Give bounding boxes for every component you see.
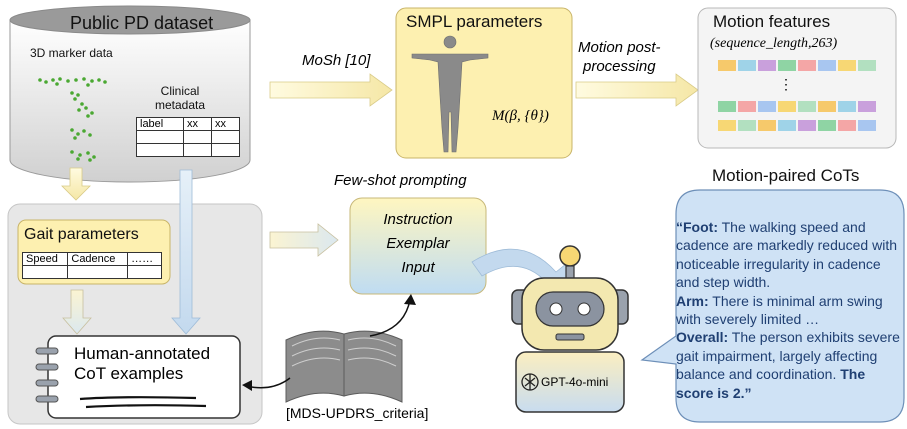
gait-header-cadence: Cadence (67, 252, 129, 266)
arrow-book-to-prompt (369, 299, 411, 337)
cot-foot-label: “Foot: (676, 219, 718, 235)
gait-title: Gait parameters (24, 226, 139, 243)
postprocessing-line1: Motion post- (578, 39, 661, 56)
smpl-formula: M(β, {θ}) (492, 108, 549, 124)
metadata-header-label: label (135, 117, 185, 131)
human-cot-label: Human-annotated CoT examples (74, 344, 210, 384)
dataset-title: Public PD dataset (70, 13, 214, 33)
smpl-box (395, 7, 573, 159)
feature-cell (758, 101, 776, 112)
metadata-label: Clinical metadata (154, 84, 206, 112)
openai-logo-icon (521, 373, 539, 391)
gait-header-speed: Speed (21, 252, 69, 266)
prompting-title: Few-shot prompting (334, 172, 467, 189)
features-title: Motion features (713, 12, 831, 31)
feature-cell (718, 60, 736, 71)
prompting-contents: Instruction Exemplar Input (350, 208, 486, 280)
mosh-label: MoSh [10] (302, 52, 371, 69)
features-ellipsis: ⋮ (779, 76, 793, 92)
feature-cell (838, 60, 856, 71)
cot-foot-text: The walking speed and cadence are marked… (676, 219, 898, 291)
cot-arm-label: Arm: (676, 292, 709, 309)
metadata-header-xx2: xx (211, 117, 240, 131)
feature-cell (758, 60, 776, 71)
feature-cell (718, 120, 736, 131)
arrow-to-prompting (269, 223, 339, 257)
feature-cell (738, 60, 756, 71)
metadata-header-xx1: xx (183, 117, 212, 131)
postprocessing-label: Motion post- processing (578, 38, 661, 76)
criteria-label: [MDS-UPDRS_criteria] (286, 405, 429, 421)
human-cot-line2: CoT examples (74, 364, 184, 383)
cot-overall-text: The person exhibits severe gait impairme… (676, 329, 900, 383)
feature-cell (798, 60, 816, 71)
arrow-gait-to-cot (62, 289, 92, 335)
cot-score: The score is 2.” (676, 366, 866, 401)
arrow-mosh (269, 73, 393, 107)
prompting-input: Input (401, 259, 435, 276)
arrow-metadata-to-cot (171, 169, 201, 335)
book-icon (285, 330, 403, 403)
feature-cell (818, 120, 836, 131)
cot-text: “Foot: The walking speed and cadence are… (676, 218, 902, 402)
feature-cell (778, 120, 796, 131)
feature-cell (798, 101, 816, 112)
feature-cell (738, 120, 756, 131)
feature-cell (838, 120, 856, 131)
feature-cell (778, 60, 796, 71)
marker-point-cloud (38, 77, 107, 162)
postprocessing-line2: processing (583, 58, 656, 75)
arrow-postprocessing (575, 73, 699, 107)
human-cot-line1: Human-annotated (74, 344, 211, 363)
gait-header-more: …… (127, 252, 162, 266)
robot-label: GPT-4o-mini (541, 375, 609, 389)
feature-cell (818, 60, 836, 71)
feature-cell (778, 101, 796, 112)
smpl-title: SMPL parameters (406, 12, 543, 31)
prompt-box (349, 197, 487, 295)
features-shape: (sequence_length,263) (710, 36, 838, 51)
feature-rows (718, 60, 876, 131)
cots-title: Motion-paired CoTs (712, 166, 860, 185)
feature-cell (818, 101, 836, 112)
human-cot-notebook (35, 335, 241, 419)
feature-cell (858, 120, 876, 131)
robot-icon (511, 245, 629, 413)
features-box (697, 7, 897, 149)
feature-cell (798, 120, 816, 131)
speech-bubble (640, 189, 905, 423)
feature-cell (718, 101, 736, 112)
prompting-instruction: Instruction (383, 211, 453, 228)
marker-data-label: 3D marker data (30, 46, 113, 60)
feature-cell (858, 60, 876, 71)
arrow-dataset-to-gait (61, 167, 91, 201)
smpl-body-figure (411, 35, 489, 153)
feature-cell (758, 120, 776, 131)
feature-cell (858, 101, 876, 112)
cot-overall-label: Overall: (676, 329, 729, 346)
feature-cell (738, 101, 756, 112)
feature-cell (838, 101, 856, 112)
prompting-exemplar: Exemplar (386, 235, 450, 252)
cot-arm-text: There is minimal arm swing with severely… (676, 292, 883, 328)
